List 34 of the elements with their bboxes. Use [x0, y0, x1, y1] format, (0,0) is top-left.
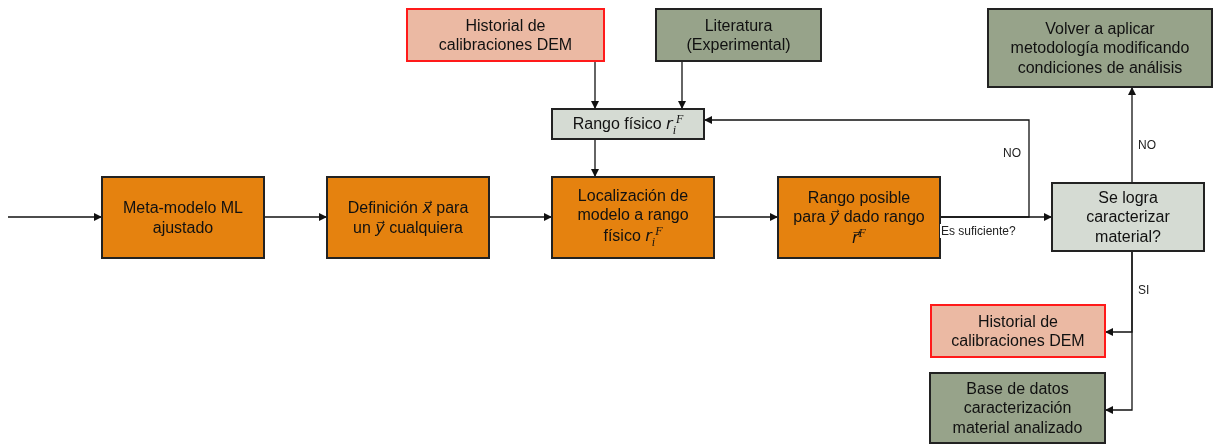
arrow [489, 213, 552, 221]
box-text: Rango posible para y⃗ dado rango r⃗$^{F}$ [792, 187, 926, 248]
box-text: Base de datos caracterización material analizado [951, 379, 1084, 437]
edge-label: NO [1002, 146, 1022, 160]
box-text: Se logra caracterizar material? [1085, 188, 1171, 246]
arrow [1105, 251, 1133, 414]
source-box [987, 8, 1213, 88]
edge-label: SI [1137, 283, 1151, 297]
arrow [704, 116, 1030, 218]
decision-box [1051, 182, 1205, 252]
edge-label: Es suficiente? [940, 224, 1017, 238]
box-text: Historial de calibraciones DEM [950, 311, 1086, 351]
process-box [551, 176, 715, 259]
source-box [655, 8, 822, 62]
edge-label: NO [1137, 138, 1157, 152]
arrow [264, 213, 327, 221]
arrow [678, 61, 686, 109]
box-text: Definición x⃗ para un y⃗ cualquiera [346, 198, 470, 237]
source-box [929, 372, 1106, 444]
record-box [406, 8, 605, 62]
arrow [7, 213, 102, 221]
box-text: Meta-modelo ML ajustado [121, 198, 244, 237]
arrow [714, 213, 778, 221]
box-text: Historial de calibraciones DEM [437, 15, 574, 55]
arrow [591, 139, 599, 177]
box-text: Literatura (Experimental) [685, 15, 792, 55]
decision-box [551, 108, 705, 140]
arrow [1128, 87, 1136, 183]
record-box [930, 304, 1106, 358]
process-box [101, 176, 265, 259]
box-text: Volver a aplicar metodología modificando condiciones de análisis [1009, 19, 1191, 77]
arrow [591, 61, 599, 109]
process-box [326, 176, 490, 259]
process-box [777, 176, 941, 259]
